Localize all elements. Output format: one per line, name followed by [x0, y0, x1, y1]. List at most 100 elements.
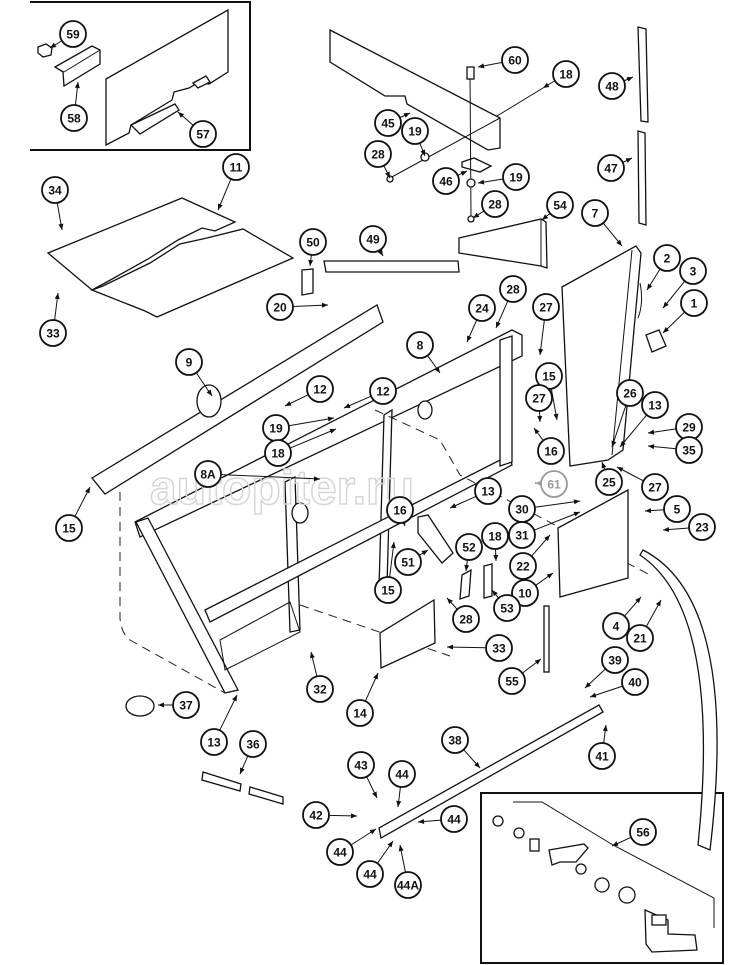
callout-circle — [481, 190, 509, 218]
plate-part — [459, 568, 472, 600]
arrowhead — [58, 223, 64, 230]
leader-line — [446, 646, 487, 649]
callout-44: 44 — [326, 828, 377, 866]
arrowhead — [309, 652, 315, 659]
callout-circle — [595, 468, 623, 496]
arrowhead — [546, 573, 553, 579]
callout-label: 19 — [269, 422, 283, 436]
frame-rail-part — [135, 517, 239, 694]
bottom-bar-part — [378, 704, 604, 840]
arrowhead — [474, 761, 480, 768]
arrowhead — [635, 597, 641, 604]
leader-line — [619, 414, 648, 448]
callout-label: 44 — [363, 868, 377, 882]
callout-circle — [663, 495, 691, 523]
callout-label: 21 — [633, 632, 647, 646]
arrowhead — [50, 42, 57, 48]
callout-circle — [175, 348, 203, 376]
arrowhead — [601, 462, 607, 469]
callout-circle — [675, 436, 703, 464]
callout-circle — [369, 377, 397, 405]
callout-label: 23 — [695, 521, 709, 535]
tube-part — [248, 786, 284, 805]
callout-44a: 44A — [394, 844, 422, 899]
callout-label: 13 — [481, 485, 495, 499]
callout-label: 43 — [354, 759, 368, 773]
callout-label: 8 — [417, 339, 424, 353]
callout-label: 4 — [613, 620, 620, 634]
arrowhead — [54, 293, 60, 300]
callout-circle — [626, 624, 654, 652]
arrowhead — [313, 476, 320, 482]
callout-label: 45 — [381, 117, 395, 131]
plate-part — [461, 157, 493, 173]
arrowhead — [321, 302, 328, 308]
arrowhead — [387, 841, 393, 848]
arrowhead — [420, 149, 426, 156]
callout-label: 46 — [439, 175, 453, 189]
callout-label: 14 — [353, 707, 367, 721]
plate-part — [301, 268, 314, 296]
callout-3: 3 — [662, 257, 707, 309]
callout-label: 39 — [608, 654, 622, 668]
latch-lever-part — [548, 843, 589, 866]
callout-label: 35 — [682, 444, 696, 458]
frame-rail-part — [499, 335, 513, 467]
callout-circle — [468, 294, 496, 322]
callout-label: 9 — [186, 356, 193, 370]
inset-bottom-right — [480, 792, 724, 964]
callout-label: 50 — [306, 236, 320, 250]
callout-circle — [299, 228, 327, 256]
callout-1: 1 — [662, 289, 708, 334]
callout-label: 56 — [636, 826, 650, 840]
callout-label: 24 — [475, 302, 489, 316]
callout-31: 31 — [508, 511, 581, 549]
callout-circle — [597, 154, 625, 182]
callout-48: 48 — [598, 72, 634, 100]
callout-label: 51 — [401, 556, 415, 570]
callout-51: 51 — [394, 548, 429, 576]
callout-label: 40 — [628, 676, 642, 690]
callout-label: 44 — [333, 846, 347, 860]
callout-circle — [452, 605, 480, 633]
callout-label: 3 — [690, 265, 697, 279]
arrowhead — [625, 158, 632, 163]
callout-label: 47 — [604, 162, 618, 176]
arrowhead — [178, 112, 185, 118]
callout-label: 61 — [547, 478, 561, 492]
callout-circle — [306, 675, 334, 703]
arrowhead — [308, 259, 314, 266]
callout-57: 57 — [177, 111, 217, 148]
callout-11: 11 — [217, 153, 250, 211]
arrowhead — [421, 550, 428, 556]
callout-26: 26 — [611, 379, 644, 448]
callout-4: 4 — [602, 596, 642, 640]
callout-53: 53 — [491, 589, 521, 622]
callout-circle — [621, 668, 649, 696]
callout-label: 44 — [395, 768, 409, 782]
callout-circle — [485, 634, 513, 662]
arrowhead — [553, 413, 559, 420]
callout-circle — [59, 20, 87, 48]
callout-39: 39 — [584, 646, 629, 689]
inset-frame — [30, 1, 251, 151]
callout-label: 60 — [508, 54, 522, 68]
arrowhead — [403, 113, 410, 118]
arrowhead — [344, 403, 351, 408]
callout-29: 29 — [647, 413, 703, 441]
inset-frame — [480, 792, 724, 964]
arrowhead — [663, 327, 670, 333]
arrowhead — [496, 321, 501, 328]
callout-circle — [455, 533, 483, 561]
callout-circle — [432, 167, 460, 195]
callout-27: 27 — [532, 293, 560, 356]
callout-label: 19 — [509, 171, 523, 185]
callout-52: 52 — [455, 533, 483, 572]
callout-19: 19 — [401, 117, 429, 157]
arrowhead — [647, 283, 653, 290]
callout-label: 33 — [46, 327, 60, 341]
arrowhead — [543, 82, 550, 88]
bar-part — [323, 260, 460, 273]
curved-strip-part — [639, 549, 718, 851]
callout-circle — [679, 257, 707, 285]
